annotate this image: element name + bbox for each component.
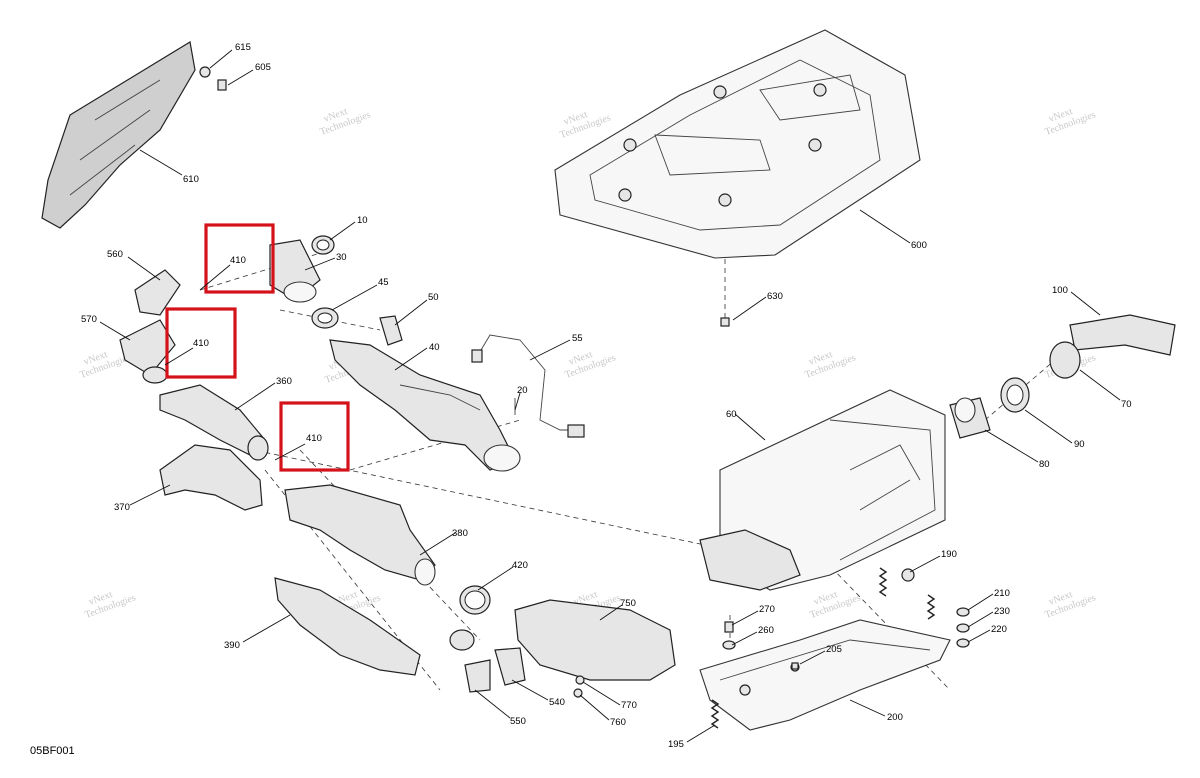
callout-80: 80 — [1039, 459, 1050, 470]
highlight-leaders — [164, 264, 306, 461]
callout-100: 100 — [1052, 285, 1068, 296]
callout-630: 630 — [767, 291, 783, 302]
callout-605: 605 — [255, 62, 271, 73]
highlight-box-410-b — [165, 307, 237, 379]
grommet-210 — [956, 607, 970, 617]
callout-410-b: 410 — [193, 338, 209, 349]
callout-750: 750 — [620, 598, 636, 609]
pipe-370 — [159, 444, 263, 511]
callout-200: 200 — [887, 712, 903, 723]
callout-45: 45 — [378, 277, 389, 288]
callout-560: 560 — [107, 249, 123, 260]
leader-lines — [99, 49, 1121, 743]
callout-390: 390 — [224, 640, 240, 651]
pipe-750 — [514, 599, 676, 681]
pipe-40 — [329, 339, 521, 472]
gasket-10 — [311, 235, 335, 255]
callout-230: 230 — [994, 606, 1010, 617]
spring-190 — [878, 567, 915, 597]
heat-shield-610 — [41, 41, 196, 229]
spring-right — [926, 594, 936, 620]
callout-30: 30 — [336, 252, 347, 263]
callout-380: 380 — [452, 528, 468, 539]
bolt-615 — [199, 66, 211, 78]
shield-570 — [119, 319, 176, 384]
callout-70: 70 — [1121, 399, 1132, 410]
bolt-205 — [791, 662, 799, 670]
callout-360: 360 — [276, 376, 292, 387]
callout-50: 50 — [428, 292, 439, 303]
figure-code: 05BF001 — [30, 745, 75, 757]
callout-410-a: 410 — [230, 255, 246, 266]
washer-260 — [722, 640, 736, 650]
pipe-360 — [159, 384, 269, 461]
shield-390 — [274, 577, 421, 676]
callout-600: 600 — [911, 240, 927, 251]
callout-195: 195 — [668, 739, 684, 750]
highlight-box-410-a — [204, 223, 275, 294]
callout-410-c: 410 — [306, 433, 322, 444]
tube-80 — [949, 397, 991, 439]
nut-770 — [575, 675, 585, 685]
clamp-550 — [449, 629, 491, 693]
callout-760: 760 — [610, 717, 626, 728]
o2-sensor-55 — [471, 334, 585, 438]
catalyst-380 — [284, 484, 436, 586]
clamp-560 — [134, 269, 181, 316]
ring-45 — [311, 307, 339, 329]
bolt-605 — [217, 79, 227, 91]
callout-770: 770 — [621, 700, 637, 711]
callout-260: 260 — [758, 625, 774, 636]
callout-570: 570 — [81, 314, 97, 325]
callout-270: 270 — [759, 604, 775, 615]
callout-370: 370 — [114, 502, 130, 513]
flange-30 — [269, 239, 321, 303]
callout-210: 210 — [994, 588, 1010, 599]
callout-615: 615 — [235, 42, 251, 53]
flange-70 — [1049, 341, 1081, 379]
bolt-630 — [720, 317, 730, 327]
tail-pipe-100 — [1069, 314, 1176, 356]
callout-40: 40 — [429, 342, 440, 353]
callout-20: 20 — [517, 385, 528, 396]
highlight-box-410-c — [279, 401, 350, 472]
skid-plate-600 — [554, 29, 921, 259]
callout-205: 205 — [826, 644, 842, 655]
callout-55: 55 — [572, 333, 583, 344]
gasket-90 — [1000, 377, 1030, 413]
callout-190: 190 — [941, 549, 957, 560]
callout-420: 420 — [512, 560, 528, 571]
highlight-boxes — [165, 223, 350, 472]
clamp-420 — [459, 585, 491, 615]
washer-220 — [956, 638, 970, 648]
bracket-200 — [699, 619, 951, 731]
muffler-60 — [699, 389, 946, 591]
callout-540: 540 — [549, 697, 565, 708]
callout-90: 90 — [1074, 439, 1085, 450]
callout-550: 550 — [510, 716, 526, 727]
bolt-270 — [724, 621, 734, 633]
spring-195 — [710, 699, 720, 729]
callout-220: 220 — [991, 624, 1007, 635]
callout-60: 60 — [726, 409, 737, 420]
bracket-540 — [494, 647, 526, 686]
callout-10: 10 — [357, 215, 368, 226]
washer-230 — [956, 623, 970, 633]
callout-labels: 615 605 610 10 30 560 570 410 410 410 45… — [81, 42, 1132, 750]
callout-610: 610 — [183, 174, 199, 185]
sensor-50 — [379, 315, 403, 346]
